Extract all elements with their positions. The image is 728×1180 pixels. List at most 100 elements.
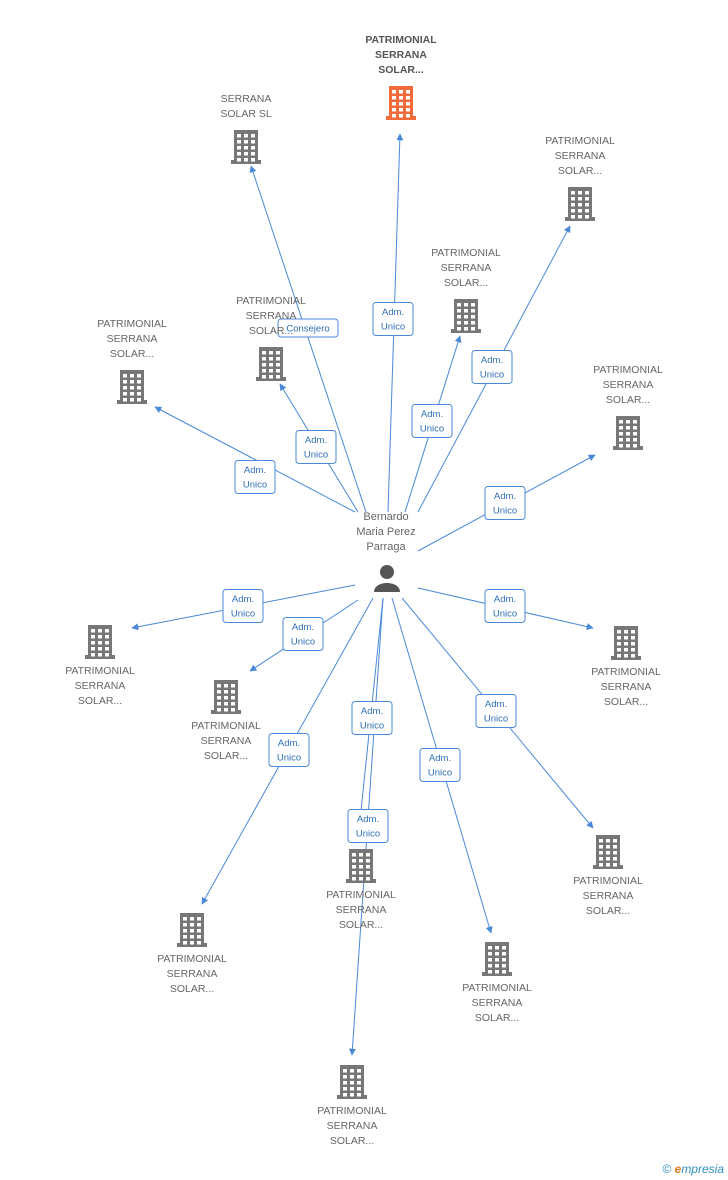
company-node-n6[interactable]: PATRIMONIALSERRANASOLAR... (97, 318, 167, 404)
company-name: SOLAR... (110, 348, 154, 360)
edge-label-text: Unico (231, 609, 255, 620)
company-name: SOLAR... (204, 750, 248, 762)
edge-label-box (351, 701, 393, 735)
company-name: SERRANA (75, 680, 126, 692)
company-node-n10[interactable]: PATRIMONIALSERRANASOLAR... (191, 680, 261, 762)
company-name: SERRANA (472, 997, 523, 1009)
company-node-n4[interactable]: PATRIMONIALSERRANASOLAR... (431, 247, 501, 333)
company-name: PATRIMONIAL (65, 665, 135, 677)
company-node-n2[interactable]: SERRANA SOLAR SL (220, 93, 272, 164)
company-name: SOLAR... (330, 1135, 374, 1147)
company-name: SOLAR... (339, 919, 383, 931)
edge-label-text: Adm. (494, 491, 516, 502)
company-name: PATRIMONIAL (593, 364, 663, 376)
edge-label-n13[interactable]: Adm.Unico (268, 733, 310, 767)
building-windows (599, 839, 617, 867)
edge-label-text: Unico (480, 370, 504, 381)
company-name: SOLAR... (170, 983, 214, 995)
edge-label-n11[interactable]: Adm.Unico (475, 694, 517, 728)
edge-label-box (475, 694, 517, 728)
building-windows (571, 191, 589, 219)
company-name: PATRIMONIAL (573, 875, 643, 887)
company-node-n13[interactable]: PATRIMONIALSERRANASOLAR... (157, 913, 227, 995)
company-node-n12[interactable]: PATRIMONIALSERRANASOLAR... (326, 849, 396, 931)
person-icon (374, 565, 400, 592)
edge-label-n6[interactable]: Adm.Unico (234, 460, 276, 494)
building-windows (183, 917, 201, 945)
edge-label-text: Adm. (361, 706, 383, 717)
edge-label-n10[interactable]: Adm.Unico (282, 617, 324, 651)
building-windows (262, 351, 280, 379)
person-name: Maria Perez (356, 526, 415, 538)
company-name: SOLAR... (586, 905, 630, 917)
edge-label-n2[interactable]: Consejero (277, 318, 339, 338)
edge-label-box (268, 733, 310, 767)
edge-label-box (234, 460, 276, 494)
edge-label-box (295, 430, 337, 464)
nodes-layer: PATRIMONIAL SERRANA SOLAR... SERRANA SOLAR S… (65, 34, 663, 1147)
edge-label-n4[interactable]: Adm.Unico (411, 404, 453, 438)
company-name: SOLAR... (558, 165, 602, 177)
company-name: SERRANA (246, 310, 297, 322)
company-node-n11[interactable]: PATRIMONIAL SERRANA SOLAR... (573, 835, 643, 917)
building-windows (352, 853, 370, 881)
company-name: SERRANA (327, 1120, 378, 1132)
edge-label-text: Adm. (305, 435, 327, 446)
edge-labels-layer: Adm.UnicoConsejeroAdm.UnicoAdm.UnicoAdm.… (222, 302, 526, 843)
company-node-n8[interactable]: PATRIMONIAL SERRANA SOLAR... (65, 625, 135, 707)
edge-label-text: Unico (356, 829, 380, 840)
company-node-n5[interactable]: PATRIMONIAL SERRANA SOLAR... (236, 295, 306, 381)
building-windows (343, 1069, 361, 1097)
edge-label-box (484, 486, 526, 520)
company-name: SERRANA (601, 681, 652, 693)
company-name: PATRIMONIAL (545, 135, 615, 147)
company-name: PATRIMONIAL (462, 982, 532, 994)
footer-brand[interactable]: © empresia (662, 1162, 724, 1176)
company-name: PATRIMONIAL (236, 295, 306, 307)
edge-label-n12[interactable]: Adm. Unico (351, 701, 393, 735)
company-name: SERRANA (107, 333, 158, 345)
building-windows (619, 420, 637, 448)
edge-label-n15[interactable]: Adm.Unico (347, 809, 389, 843)
edge-label-text: Adm. (481, 355, 503, 366)
edge-label-n1[interactable]: Adm.Unico (372, 302, 414, 336)
edge-label-text: Unico (291, 637, 315, 648)
edge-label-n5[interactable]: Adm.Unico (295, 430, 337, 464)
company-name: SOLAR... (378, 64, 424, 76)
brand-name: mpresia (681, 1162, 724, 1176)
edge-label-n8[interactable]: Adm.Unico (222, 589, 264, 623)
edge-label-box (419, 748, 461, 782)
edge-label-text: Adm. (494, 594, 516, 605)
company-name: PATRIMONIAL (191, 720, 261, 732)
company-name: SOLAR SL (220, 108, 272, 120)
edge-label-n7[interactable]: Adm. Unico (484, 486, 526, 520)
company-name: PATRIMONIAL (431, 247, 501, 259)
company-name: SERRANA (603, 379, 654, 391)
edge-label-box (222, 589, 264, 623)
edge-label-text: Unico (493, 506, 517, 517)
edge-label-text: Unico (360, 721, 384, 732)
company-name: SERRANA (221, 93, 272, 105)
company-node-n15[interactable]: PATRIMONIALSERRANASOLAR... (317, 1065, 387, 1147)
edge-label-box (411, 404, 453, 438)
company-name: SOLAR... (249, 325, 293, 337)
edge-label-n3[interactable]: Adm. Unico (471, 350, 513, 384)
edge-label-n14[interactable]: Adm.Unico (419, 748, 461, 782)
company-node-n9[interactable]: PATRIMONIALSERRANASOLAR... (591, 626, 661, 708)
building-windows (457, 303, 475, 331)
edge-label-text: Unico (381, 322, 405, 333)
company-name: PATRIMONIAL (326, 889, 396, 901)
company-node-n14[interactable]: PATRIMONIALSERRANASOLAR... (462, 942, 532, 1024)
company-name: SERRANA (583, 890, 634, 902)
company-node-n1[interactable]: PATRIMONIALSERRANASOLAR... (365, 34, 437, 120)
edge-label-box (484, 589, 526, 623)
company-node-n3[interactable]: PATRIMONIALSERRANASOLAR... (545, 135, 615, 221)
edge-label-n9[interactable]: Adm.Unico (484, 589, 526, 623)
edge-label-text: Unico (428, 768, 452, 779)
edge-n6 (154, 406, 356, 513)
company-node-n7[interactable]: PATRIMONIALSERRANASOLAR... (593, 364, 663, 450)
company-name: SOLAR... (604, 696, 648, 708)
building-windows (123, 374, 141, 402)
company-name: SOLAR... (78, 695, 122, 707)
